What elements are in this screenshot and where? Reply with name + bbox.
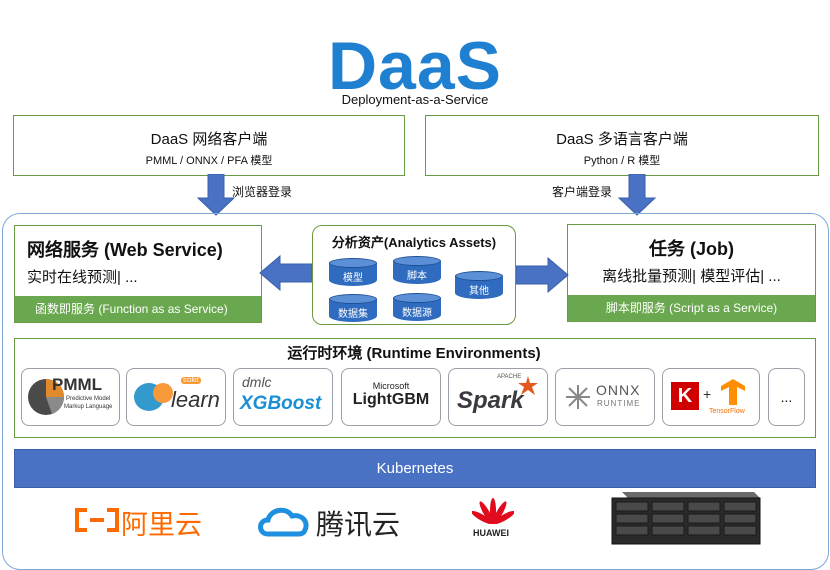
web-client-subtitle: PMML / ONNX / PFA 模型 xyxy=(145,155,273,167)
spark-small-text: APACHE xyxy=(497,374,522,380)
right-arrow xyxy=(515,257,569,293)
server-rack-image xyxy=(611,492,761,545)
script-db-icon: 脚本 xyxy=(393,256,441,284)
analytics-assets-box: 分析资产(Analytics Assets) 模型 脚本 其他 数据集 数据源 xyxy=(312,225,516,325)
browser-login-label: 浏览器登录 xyxy=(232,185,293,199)
spark-star-icon xyxy=(518,376,538,395)
model-label: 模型 xyxy=(343,273,363,284)
other-label: 其他 xyxy=(469,286,489,297)
onnx-runtime-logo: ONNX RUNTIME xyxy=(555,368,655,426)
job-description: 离线批量预测| 模型评估| ... xyxy=(602,268,781,285)
sklearn-icon xyxy=(134,383,173,411)
aliyun-icon xyxy=(75,508,119,532)
xgboost-logo: dmlc XGBoost xyxy=(233,368,333,426)
web-service-footer: 函数即服务 (Function as as Service) xyxy=(15,296,261,322)
xgboost-text: XGBoost xyxy=(240,393,322,414)
script-label: 脚本 xyxy=(407,271,427,282)
lightgbm-small-text: Microsoft xyxy=(372,381,410,391)
multilang-client-subtitle: Python / R 模型 xyxy=(583,155,661,167)
dataset-db-icon: 数据集 xyxy=(329,294,377,322)
xgboost-small-text: dmlc xyxy=(242,374,272,390)
kubernetes-bar: Kubernetes xyxy=(14,449,816,488)
keras-tensorflow-logo: K + TensorFlow xyxy=(662,368,760,426)
datasource-db-icon: 数据源 xyxy=(393,293,441,321)
plus-sign: + xyxy=(703,386,712,402)
keras-icon: K xyxy=(671,382,699,410)
model-db-icon: 模型 xyxy=(329,258,377,286)
multilang-client-title: DaaS 多语言客户端 xyxy=(556,131,688,148)
web-client-title: DaaS 网络客户端 xyxy=(150,131,268,148)
web-service-description: 实时在线预测| ... xyxy=(27,269,138,286)
tencent-cloud-icon xyxy=(258,507,309,537)
tensorflow-text: TensorFlow xyxy=(709,408,745,415)
web-service-title: 网络服务 (Web Service) xyxy=(27,240,223,260)
huawei-icon xyxy=(472,498,514,525)
daas-logo-title: DaaS xyxy=(327,28,503,104)
lightgbm-text: LightGBM xyxy=(352,391,430,408)
left-arrow xyxy=(259,255,313,291)
tensorflow-icon xyxy=(721,379,745,405)
browser-login-arrow xyxy=(196,174,236,216)
onnx-icon xyxy=(566,385,590,409)
client-login-label: 客户端登录 xyxy=(552,185,613,199)
dataset-label: 数据集 xyxy=(338,309,368,320)
multilang-client-box: DaaS 多语言客户端 Python / R 模型 xyxy=(425,115,819,176)
pmml-logo: PMML Predictive Model Markup Language xyxy=(21,368,120,426)
sklearn-small-text: scikit xyxy=(181,377,201,384)
runtime-environments-title: 运行时环境 (Runtime Environments) xyxy=(287,345,541,362)
onnx-runtime-text: RUNTIME xyxy=(597,399,641,408)
analytics-assets-title: 分析资产(Analytics Assets) xyxy=(331,235,497,250)
datasource-label: 数据源 xyxy=(402,308,432,319)
huawei-text: HUAWEI xyxy=(473,528,509,538)
scikit-learn-logo: scikit learn xyxy=(126,368,226,426)
spark-text: Spark xyxy=(457,387,524,414)
tencent-cloud-text: 腾讯云 xyxy=(316,509,401,540)
aliyun-text: 阿里云 xyxy=(121,510,202,540)
pmml-subtext-1: Predictive Model xyxy=(66,396,111,402)
pmml-subtext-2: Markup Language xyxy=(64,404,113,410)
job-footer: 脚本即服务 (Script as a Service) xyxy=(568,295,815,321)
lightgbm-logo: Microsoft LightGBM xyxy=(341,368,441,426)
job-title: 任务 (Job) xyxy=(649,239,734,259)
sklearn-text: learn xyxy=(171,387,220,412)
daas-subtitle: Deployment-as-a-Service xyxy=(341,92,489,107)
more-runtimes: ... xyxy=(768,368,805,426)
more-runtimes-text: ... xyxy=(780,389,793,405)
spark-logo: APACHE Spark xyxy=(448,368,548,426)
web-service-box: 网络服务 (Web Service) 实时在线预测| ... 函数即服务 (Fu… xyxy=(14,225,262,323)
pmml-text: PMML xyxy=(52,375,103,394)
other-db-icon: 其他 xyxy=(455,271,503,299)
client-login-arrow xyxy=(617,174,657,216)
job-box: 任务 (Job) 离线批量预测| 模型评估| ... 脚本即服务 (Script… xyxy=(567,224,816,322)
onnx-text: ONNX xyxy=(596,382,641,398)
web-client-box: DaaS 网络客户端 PMML / ONNX / PFA 模型 xyxy=(13,115,405,176)
pmml-icon xyxy=(28,379,65,415)
